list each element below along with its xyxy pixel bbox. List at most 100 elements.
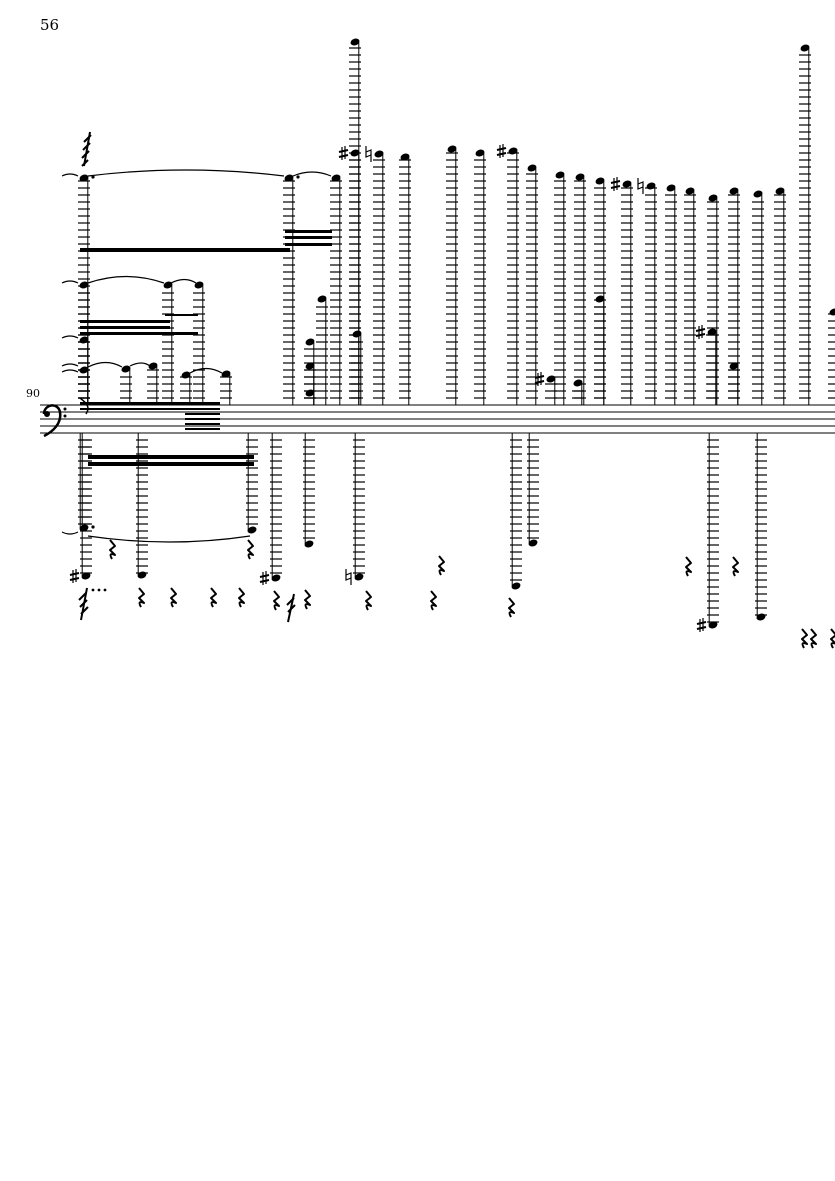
quarter-rest-icon (138, 587, 145, 608)
sharp-stroke (610, 185, 621, 189)
notehead (181, 371, 191, 379)
notehead (79, 366, 89, 374)
sharp-icon (69, 569, 80, 583)
notehead (163, 281, 173, 289)
notehead (575, 173, 585, 181)
notehead (81, 572, 91, 580)
staccato-dots (91, 588, 107, 592)
quarter-rest-icon (830, 628, 835, 649)
quarter-rest-icon (238, 587, 245, 608)
quarter-rest-icon (109, 539, 116, 560)
natural-stroke (637, 178, 644, 194)
sharp-stroke (259, 579, 270, 583)
sharp-stroke (534, 375, 545, 379)
notehead (305, 389, 315, 397)
sharp-icon (610, 177, 621, 191)
notehead (247, 526, 257, 534)
sharp-icon (496, 144, 507, 158)
sharp-stroke (69, 577, 80, 581)
notehead (753, 190, 763, 198)
notehead (79, 524, 89, 532)
notehead (573, 379, 583, 387)
notehead (800, 44, 810, 52)
notehead (546, 375, 556, 383)
note-flag (79, 397, 89, 415)
notehead (305, 362, 315, 370)
bass-staff (40, 404, 835, 434)
quarter-rest-icon (732, 556, 739, 577)
quarter-rest-icon (801, 628, 808, 649)
noteheads (69, 38, 835, 632)
notehead (271, 574, 281, 582)
measure-number: 90 (26, 387, 40, 400)
notehead (304, 540, 314, 548)
sharp-stroke (696, 626, 707, 630)
notehead (352, 330, 362, 338)
notehead (555, 171, 565, 179)
notehead (646, 182, 656, 190)
ledger-lines (78, 47, 835, 623)
notehead (595, 177, 605, 185)
notehead (221, 370, 231, 378)
notehead (707, 328, 717, 336)
quarter-rest-icon (685, 556, 692, 577)
natural-stroke (365, 146, 372, 162)
notehead (511, 582, 521, 590)
notehead (756, 613, 766, 621)
sharp-icon (338, 146, 349, 160)
notehead (374, 150, 384, 158)
dot (296, 175, 300, 179)
notehead (354, 573, 364, 581)
notehead (194, 281, 204, 289)
natural-stroke (345, 569, 352, 585)
quarter-rest-icon (273, 590, 280, 611)
notehead (527, 164, 537, 172)
sharp-icon (534, 372, 545, 386)
sharp-stroke (696, 621, 707, 625)
ties (61, 169, 332, 543)
quarter-rest-icon (170, 587, 177, 608)
quarter-rest-icon (304, 589, 311, 610)
bass-clef-icon (42, 404, 67, 438)
sharp-icon (259, 571, 270, 585)
notehead (79, 174, 89, 182)
sharp-stroke (496, 147, 507, 151)
sharp-stroke (69, 572, 80, 576)
notehead (508, 147, 518, 155)
dot (91, 175, 95, 179)
notehead (595, 295, 605, 303)
sharp-stroke (338, 149, 349, 153)
notehead (331, 174, 341, 182)
quarter-rest-icon (210, 587, 217, 608)
page-number: 56 (40, 16, 60, 34)
notehead (685, 187, 695, 195)
notehead (79, 281, 89, 289)
notehead (317, 295, 327, 303)
quarter-rest-icon (810, 628, 817, 649)
notehead (121, 365, 131, 373)
notehead (447, 145, 457, 153)
notehead (350, 38, 360, 46)
quarter-rest-icon (247, 539, 254, 560)
notehead (666, 184, 676, 192)
sharp-icon (696, 618, 707, 632)
notehead (137, 571, 147, 579)
notehead (148, 362, 158, 370)
tremolo-marks (78, 131, 296, 623)
notehead (350, 149, 360, 157)
natural-icon (365, 146, 372, 162)
sharp-stroke (496, 152, 507, 156)
notehead (400, 153, 410, 161)
quarter-rest-icon (438, 555, 445, 576)
sharp-stroke (695, 333, 706, 337)
quarter-rest-icon (365, 590, 372, 611)
sharp-icon (695, 325, 706, 339)
sharp-stroke (695, 328, 706, 332)
natural-icon (637, 178, 644, 194)
sharp-stroke (259, 574, 270, 578)
notehead (305, 338, 315, 346)
notehead (775, 187, 785, 195)
notehead (829, 308, 835, 316)
notehead (528, 539, 538, 547)
